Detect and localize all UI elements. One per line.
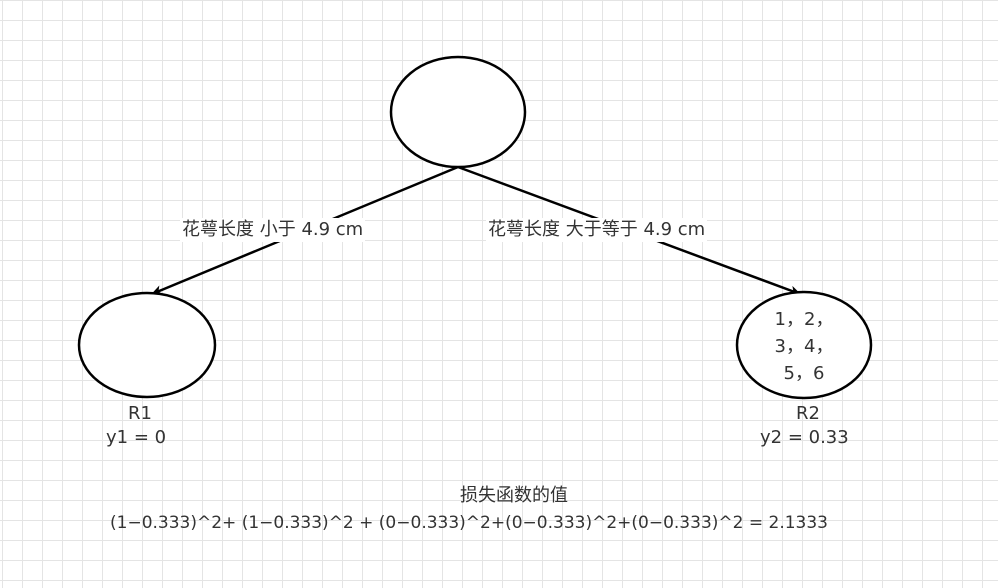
right-leaf-node[interactable] [735, 290, 873, 400]
right-leaf-label: R2 y2 = 0.33 [760, 402, 849, 450]
left-leaf-value: y1 = 0 [106, 427, 167, 448]
left-leaf-region: R1 [128, 403, 152, 424]
right-node-line-3: 5，6 [783, 363, 825, 384]
loss-formula: (1−0.333)^2+ (1−0.333)^2 + (0−0.333)^2+(… [110, 513, 828, 533]
left-leaf-node[interactable] [77, 291, 217, 399]
right-node-line-2: 3，4， [774, 336, 834, 357]
right-node-contents: 1，2， 3，4， 5，6 [754, 306, 854, 387]
right-node-line-1: 1，2， [774, 309, 834, 330]
right-edge-label: 花萼长度 大于等于 4.9 cm [486, 218, 708, 242]
left-leaf-label: R1 y1 = 0 [106, 402, 166, 450]
loss-title: 损失函数的值 [460, 485, 568, 506]
root-node[interactable] [389, 55, 527, 169]
right-leaf-value: y2 = 0.33 [760, 427, 849, 448]
right-leaf-region: R2 [796, 403, 820, 424]
left-edge-label: 花萼长度 小于 4.9 cm [180, 218, 366, 242]
